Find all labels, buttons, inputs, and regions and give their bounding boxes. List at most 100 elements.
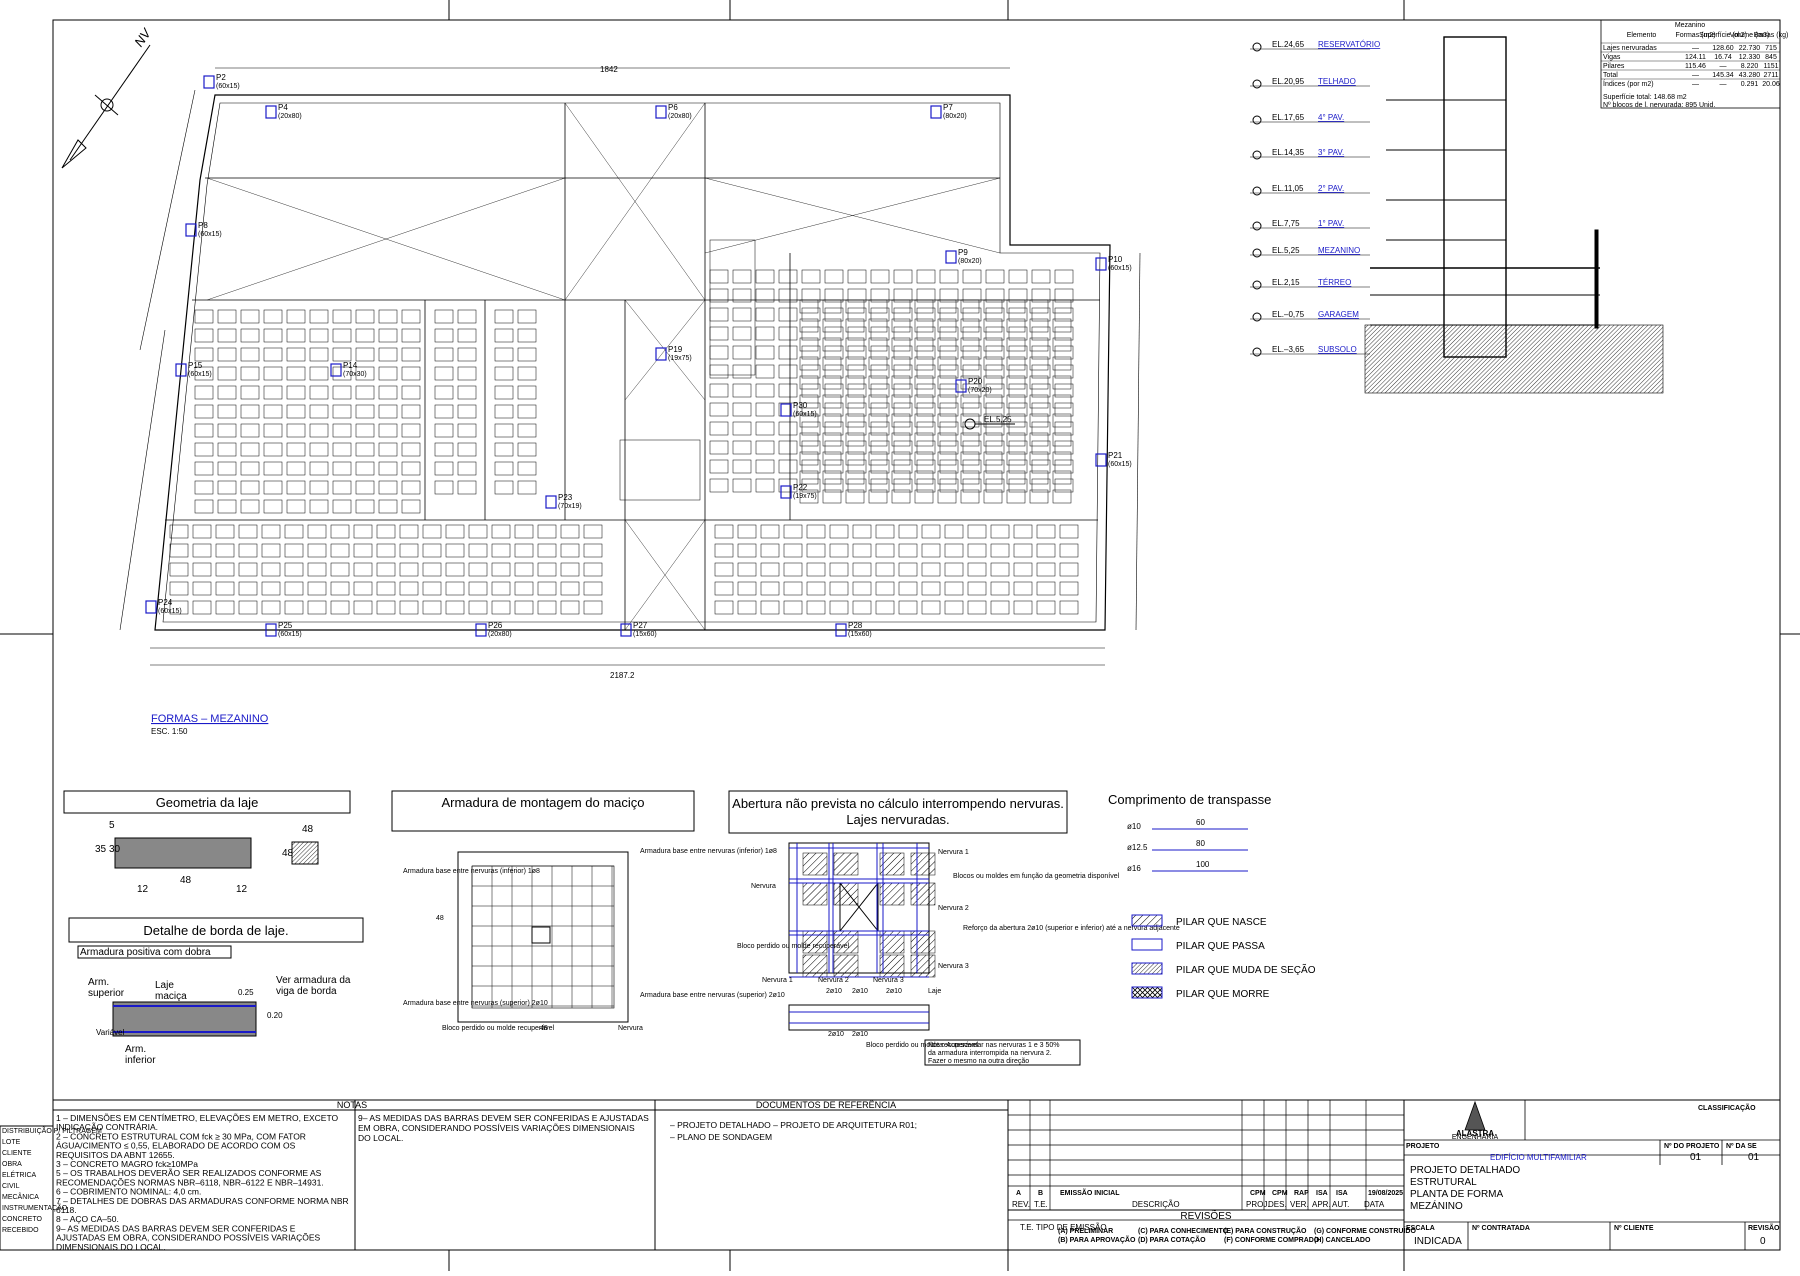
summary-cell: — bbox=[1692, 72, 1699, 79]
waffle-block bbox=[332, 385, 352, 400]
pillar-size: (80x20) bbox=[958, 258, 982, 265]
waffle-block bbox=[755, 383, 775, 398]
abertura-grid bbox=[789, 843, 936, 978]
waffle-block bbox=[845, 299, 865, 314]
waffle-block bbox=[378, 366, 398, 381]
waffle-block bbox=[309, 347, 329, 362]
waffle-block bbox=[824, 383, 844, 398]
waffle-block bbox=[875, 562, 895, 577]
drawing-description: PROJETO DETALHADO bbox=[1410, 1165, 1520, 1176]
waffle-block bbox=[194, 347, 214, 362]
waffle-block bbox=[434, 461, 454, 476]
waffle-block bbox=[893, 364, 913, 379]
waffle-block bbox=[914, 375, 934, 390]
geometria-dim: 48 bbox=[302, 824, 314, 835]
waffle-block bbox=[822, 375, 842, 390]
waffle-block bbox=[537, 543, 557, 558]
waffle-block bbox=[990, 581, 1010, 596]
pillar-name: P30 bbox=[793, 401, 808, 410]
waffle-block bbox=[914, 394, 934, 409]
waffle-block bbox=[962, 383, 982, 398]
abertura-label: Nervura bbox=[751, 883, 776, 890]
pillar-name: P26 bbox=[488, 621, 503, 630]
waffle-block bbox=[829, 524, 849, 539]
waffle-block bbox=[960, 470, 980, 485]
elevation-value: EL.20,95 bbox=[1272, 77, 1305, 86]
waffle-block bbox=[378, 461, 398, 476]
geometria-dim: 5 bbox=[109, 820, 115, 831]
elevation-marker-icon bbox=[1252, 150, 1262, 160]
waffle-block bbox=[944, 524, 964, 539]
waffle-block bbox=[783, 562, 803, 577]
elevation-value: EL.–0,75 bbox=[1272, 310, 1305, 319]
pillar-name: P19 bbox=[668, 345, 683, 354]
waffle-block bbox=[309, 328, 329, 343]
waffle-block bbox=[261, 524, 281, 539]
waffle-block bbox=[799, 432, 819, 447]
waffle-block bbox=[494, 404, 514, 419]
waffle-block bbox=[494, 442, 514, 457]
waffle-block bbox=[537, 581, 557, 596]
waffle-block bbox=[355, 480, 375, 495]
waffle-block bbox=[983, 489, 1003, 504]
geometria-dim: 12 bbox=[137, 884, 149, 895]
waffle-block bbox=[778, 307, 798, 322]
borda-title: Detalhe de borda de laje. bbox=[143, 923, 288, 938]
waffle-block bbox=[967, 562, 987, 577]
waffle-block bbox=[870, 288, 890, 303]
elevation-name: SUBSOLO bbox=[1318, 345, 1357, 354]
waffle-block bbox=[960, 451, 980, 466]
waffle-block bbox=[468, 524, 488, 539]
waffle-block bbox=[985, 307, 1005, 322]
waffle-block bbox=[847, 345, 867, 360]
pillar-size: (70x20) bbox=[968, 387, 992, 394]
waffle-block bbox=[1052, 394, 1072, 409]
waffle-block bbox=[240, 461, 260, 476]
waffle-block bbox=[1006, 432, 1026, 447]
waffle-block bbox=[937, 356, 957, 371]
waffle-block bbox=[284, 524, 304, 539]
waffle-block bbox=[870, 459, 890, 474]
borda-label: maciça bbox=[155, 991, 187, 1002]
waffle-block bbox=[868, 394, 888, 409]
pillar-size: (70x19) bbox=[558, 503, 582, 510]
waffle-block bbox=[967, 543, 987, 558]
macico-labels: Armadura base entre nervuras (inferior) … bbox=[403, 848, 785, 1032]
waffle-block bbox=[457, 347, 477, 362]
elevation-name: GARAGEM bbox=[1318, 310, 1359, 319]
waffle-block bbox=[445, 581, 465, 596]
waffle-block bbox=[1006, 413, 1026, 428]
waffle-block bbox=[937, 299, 957, 314]
waffle-block bbox=[517, 442, 537, 457]
building-section bbox=[1364, 36, 1664, 394]
waffle-block bbox=[870, 421, 890, 436]
waffle-block bbox=[286, 404, 306, 419]
waffle-block bbox=[960, 394, 980, 409]
waffle-block bbox=[806, 562, 826, 577]
waffle-block bbox=[309, 385, 329, 400]
pillar-name: P14 bbox=[343, 361, 358, 370]
waffle-block bbox=[355, 499, 375, 514]
waffle-block bbox=[824, 326, 844, 341]
waffle-block bbox=[799, 299, 819, 314]
waffle-block bbox=[263, 442, 283, 457]
waffle-block bbox=[845, 394, 865, 409]
waffle-block bbox=[1054, 288, 1074, 303]
elevation-name: 1° PAV. bbox=[1318, 219, 1344, 228]
waffle-block bbox=[434, 366, 454, 381]
waffle-block bbox=[378, 499, 398, 514]
summary-cell: 22.730 bbox=[1739, 45, 1761, 52]
contratada-label: Nº CONTRATADA bbox=[1472, 1225, 1530, 1232]
waffle-block bbox=[238, 524, 258, 539]
note-line: 8 – AÇO CA–50. bbox=[56, 1214, 119, 1224]
waffle-block bbox=[1059, 562, 1079, 577]
waffle-block bbox=[434, 309, 454, 324]
waffle-block bbox=[755, 440, 775, 455]
waffle-block bbox=[422, 543, 442, 558]
waffle-block bbox=[1054, 269, 1074, 284]
waffle-block bbox=[217, 461, 237, 476]
waffle-block bbox=[457, 423, 477, 438]
waffle-block bbox=[1006, 375, 1026, 390]
waffle-block bbox=[457, 442, 477, 457]
waffle-block bbox=[1008, 364, 1028, 379]
